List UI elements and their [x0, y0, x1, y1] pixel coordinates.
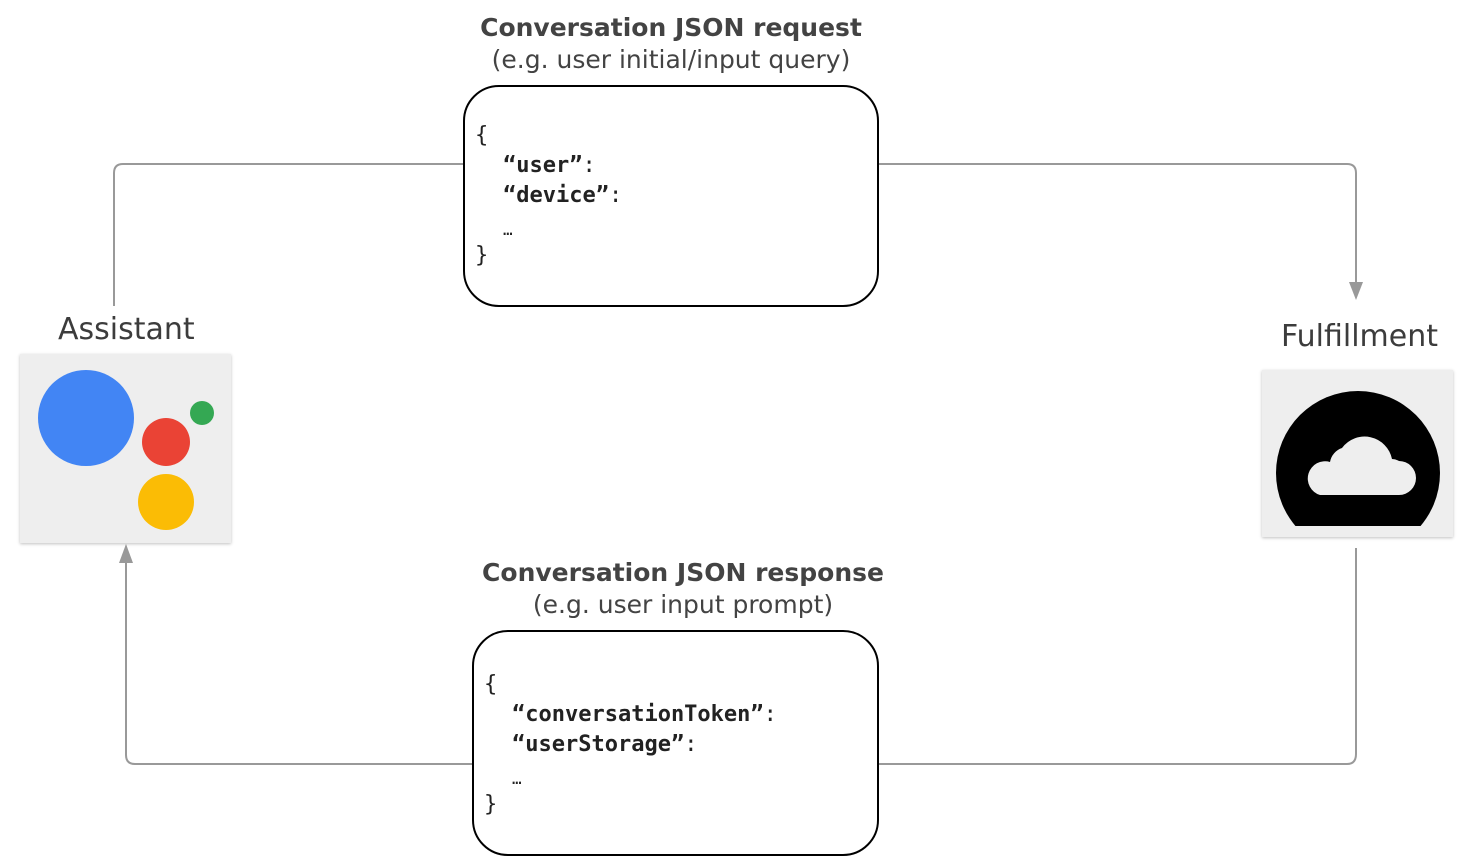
json-key-user: “user”:	[503, 151, 596, 181]
json-key-user-storage: “userStorage”:	[512, 730, 697, 760]
json-colon: :	[582, 153, 596, 178]
cloud-shape	[1307, 436, 1416, 495]
json-ellipsis: …	[512, 769, 522, 788]
json-open-brace: {	[475, 123, 489, 148]
assistant-label: Assistant	[58, 312, 195, 347]
json-ellipsis: …	[503, 220, 513, 239]
response-json-box: { “conversationToken”: “userStorage”: … …	[472, 630, 879, 856]
request-connector-left	[113, 163, 464, 306]
arrowhead-to-fulfillment	[1349, 282, 1363, 300]
fulfillment-label: Fulfillment	[1281, 319, 1438, 354]
json-colon: :	[763, 702, 777, 727]
response-title: Conversation JSON response	[482, 558, 884, 587]
assistant-blue-dot	[38, 370, 134, 466]
json-key-label: “device”	[503, 183, 609, 208]
request-caption: Conversation JSON request (e.g. user ini…	[440, 12, 902, 76]
assistant-red-dot	[142, 418, 190, 466]
request-subtitle: (e.g. user initial/input query)	[491, 45, 851, 74]
fulfillment-tile	[1262, 370, 1453, 537]
response-subtitle: (e.g. user input prompt)	[532, 590, 834, 619]
json-open-brace: {	[484, 672, 498, 697]
cloud-functions-icon	[1276, 391, 1440, 526]
json-colon: :	[608, 183, 623, 208]
assistant-yellow-dot	[138, 474, 194, 530]
request-json-box: { “user”: “device”: … }	[463, 85, 879, 307]
json-key-label: “user”	[503, 153, 583, 178]
json-close-brace: }	[484, 792, 498, 817]
arrowhead-to-assistant	[119, 544, 133, 563]
json-key-label: “userStorage”	[512, 732, 685, 757]
google-assistant-icon	[38, 370, 214, 530]
json-key-device: “device”:	[503, 181, 622, 211]
request-title: Conversation JSON request	[480, 13, 862, 42]
assistant-tile	[20, 354, 231, 543]
json-close-brace: }	[475, 243, 489, 268]
response-caption: Conversation JSON response (e.g. user in…	[452, 557, 914, 621]
request-connector-right	[878, 163, 1357, 286]
json-key-conversation-token: “conversationToken”:	[512, 700, 777, 730]
response-connector-right	[878, 548, 1357, 765]
assistant-green-dot	[190, 401, 214, 425]
json-key-label: “conversationToken”	[512, 702, 764, 727]
response-connector-left	[125, 560, 472, 765]
json-colon: :	[684, 732, 698, 757]
